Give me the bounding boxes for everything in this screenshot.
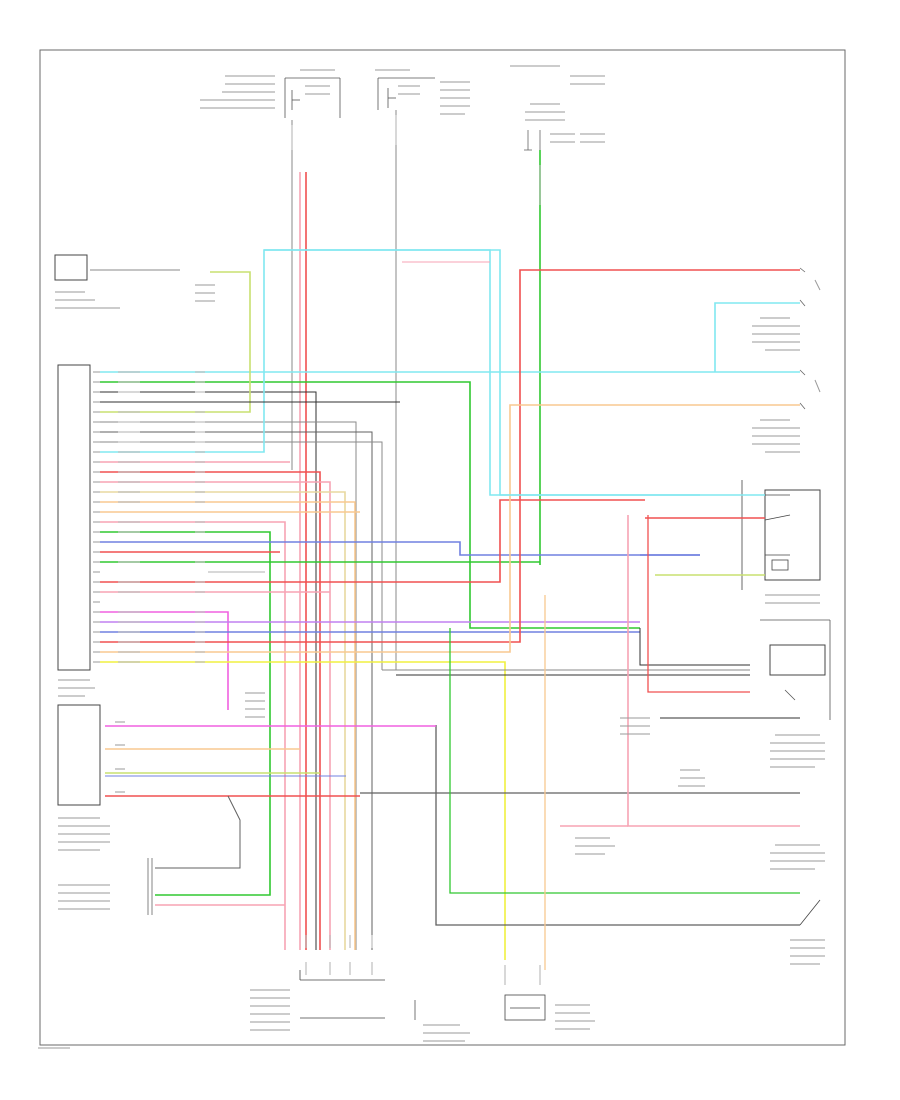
connector-left-bottom xyxy=(147,858,153,915)
relay-contacts xyxy=(741,480,791,590)
text-block-top xyxy=(200,65,605,143)
diagram-frame xyxy=(39,49,846,1046)
wire-light-blue-top xyxy=(264,249,700,496)
wire-green-bottom xyxy=(449,628,800,894)
lower-module-wires xyxy=(105,725,436,906)
label-lower-module xyxy=(58,679,125,910)
relay-box xyxy=(764,489,821,581)
label-blocks-right-lower xyxy=(245,692,825,965)
sensor-bottom-right xyxy=(504,994,546,1021)
fuse-box-right xyxy=(377,77,435,110)
switch-bottom-right xyxy=(799,899,821,926)
sensor-bottom-left xyxy=(299,970,385,1019)
bjb-wires xyxy=(382,515,750,693)
bottom-pin-labels xyxy=(291,115,541,985)
battery-junction-box xyxy=(769,644,826,676)
bottom-sensor-labels xyxy=(38,989,595,1049)
module-pin-labels xyxy=(93,371,100,663)
fuse-box-left xyxy=(284,77,341,118)
label-block-switch xyxy=(55,284,215,309)
label-relay xyxy=(765,594,820,604)
module-wires xyxy=(100,249,800,960)
relay-wires xyxy=(640,494,765,576)
ground-connector-top xyxy=(524,130,541,151)
wire-light-blue-right xyxy=(714,302,800,372)
module-lower-left xyxy=(57,704,101,806)
bjb-lines xyxy=(760,619,831,720)
connector-right-top xyxy=(799,267,806,410)
control-module-left xyxy=(57,364,91,671)
module-wire-labels xyxy=(118,371,265,663)
switch-box-top-left xyxy=(54,254,88,281)
label-block-right xyxy=(752,279,821,453)
wire-dark-bottom xyxy=(435,725,800,926)
